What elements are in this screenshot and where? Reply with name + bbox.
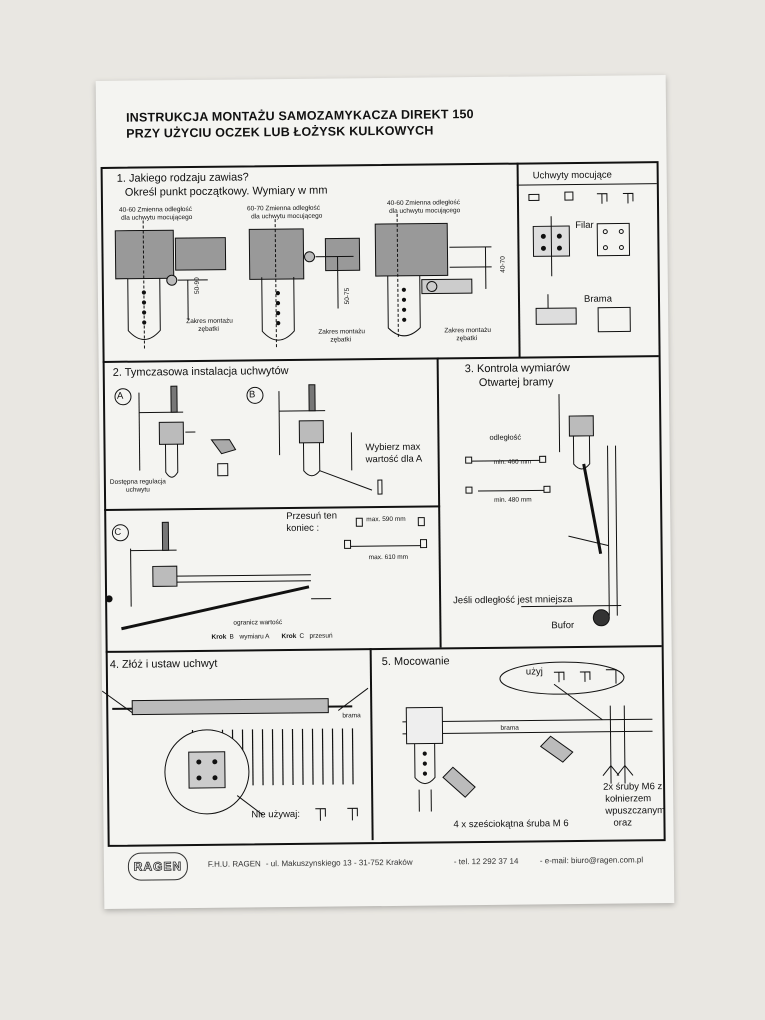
assemble-bracket [101,687,369,821]
line-art [101,191,653,821]
hinge-diagram-2 [248,219,361,350]
instruction-sheet: INSTRUKCJA MONTAŻU SAMOZAMYKACZA DIREKT … [95,75,675,909]
hinge-diagram-1 [114,220,227,351]
temporary-bracket-a [114,385,237,478]
temporary-bracket-c [105,517,428,631]
dimension-check [465,394,622,627]
hinge-diagram-3 [374,213,492,338]
mounting-diagram [402,661,653,812]
bracket-parts [528,191,634,333]
temporary-bracket-b [246,384,383,495]
